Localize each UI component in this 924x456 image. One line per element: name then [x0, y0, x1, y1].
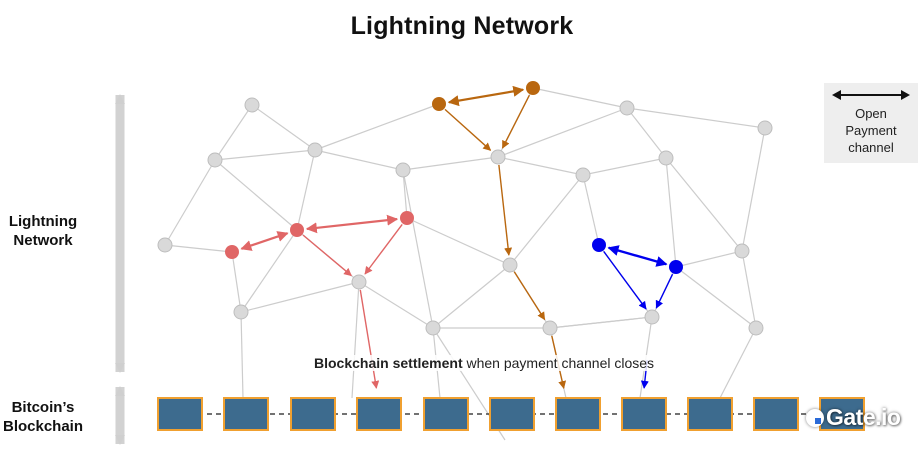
orange-route-arrow	[444, 108, 492, 151]
blockchain-block	[223, 397, 269, 431]
network-node	[734, 243, 750, 259]
blockchain-block	[290, 397, 336, 431]
blockchain-block	[489, 397, 535, 431]
channel-edge	[164, 159, 216, 246]
channel-node	[225, 245, 239, 259]
channel-edge	[497, 156, 584, 176]
network-node	[395, 162, 411, 178]
channel-node	[400, 211, 414, 225]
network-node	[502, 257, 518, 273]
channel-edge	[582, 174, 600, 246]
channel-edge	[582, 157, 667, 176]
red-route-arrow	[364, 223, 403, 275]
blue-route-arrow	[655, 273, 674, 309]
blockchain-block	[423, 397, 469, 431]
network-node	[658, 150, 674, 166]
channel-edge	[164, 244, 233, 253]
blockchain-block	[555, 397, 601, 431]
network-node	[233, 304, 249, 320]
orange-route-arrow	[498, 164, 513, 256]
brand-logo: Gate.io	[806, 404, 901, 431]
channel-node	[592, 238, 606, 252]
network-node	[748, 320, 764, 336]
blockchain-block	[356, 397, 402, 431]
channel-node	[432, 97, 446, 111]
orange-route-arrow	[513, 271, 546, 321]
channel-edge	[406, 217, 511, 266]
channel-node	[290, 223, 304, 237]
settlement-edge	[719, 327, 757, 399]
network-node	[157, 237, 173, 253]
channel-edge	[532, 87, 628, 109]
channel-edge	[675, 250, 743, 268]
orange-payment-channel	[447, 85, 525, 107]
channel-edge	[741, 127, 766, 252]
network-node	[207, 152, 223, 168]
channel-edge	[314, 149, 404, 171]
red-route-arrow	[302, 234, 352, 277]
lightning-network-label: Lightning Network	[8, 213, 78, 249]
channel-node	[526, 81, 540, 95]
diagram-title: Lightning Network	[350, 12, 574, 40]
network-node	[490, 149, 506, 165]
channel-node	[669, 260, 683, 274]
channel-edge	[240, 281, 360, 313]
channel-edge	[741, 250, 757, 329]
channel-edge	[675, 266, 757, 329]
blockchain-block	[687, 397, 733, 431]
blockchain-block	[621, 397, 667, 431]
network-node	[644, 309, 660, 325]
red-payment-channel	[305, 214, 399, 234]
legend: Open Payment channel	[824, 83, 918, 163]
network-node	[757, 120, 773, 136]
blockchain-block	[157, 397, 203, 431]
channel-edge	[549, 316, 653, 329]
channel-edge	[432, 264, 511, 329]
legend-text: Open Payment channel	[845, 106, 897, 155]
channel-edge	[626, 107, 766, 129]
channel-edge	[497, 107, 628, 158]
channel-edge	[665, 157, 743, 252]
gate-logo-icon	[806, 409, 824, 427]
channel-edge	[214, 159, 298, 231]
network-node	[351, 274, 367, 290]
channel-edge	[402, 156, 499, 171]
channel-edge	[509, 174, 584, 266]
channel-edge	[402, 169, 434, 329]
channel-edge	[251, 104, 316, 151]
channel-edge	[626, 107, 667, 159]
channel-edge	[358, 281, 434, 329]
channel-edge	[314, 103, 440, 151]
network-node	[307, 142, 323, 158]
settlement-edge	[240, 311, 244, 399]
blue-payment-channel	[607, 245, 668, 267]
settlement-caption: Blockchain settlement when payment chann…	[312, 355, 657, 371]
orange-route-arrow	[501, 94, 531, 149]
network-node	[244, 97, 260, 113]
channel-edge	[665, 157, 677, 268]
network-node	[575, 167, 591, 183]
network-node	[542, 320, 558, 336]
blockchain-block	[753, 397, 799, 431]
bitcoin-blockchain-label: Bitcoin’s Blockchain	[2, 399, 84, 435]
channel-edge	[231, 251, 242, 313]
red-settlement-arrow	[359, 289, 380, 389]
red-payment-channel	[240, 231, 289, 251]
channel-edge	[214, 149, 316, 161]
channel-edge	[402, 169, 408, 219]
legend-arrow	[832, 90, 910, 100]
blue-route-arrow	[603, 251, 647, 310]
channel-edge	[214, 104, 253, 161]
network-node	[425, 320, 441, 336]
settlement-edge	[351, 281, 360, 399]
channel-edge	[296, 149, 316, 231]
network-node	[619, 100, 635, 116]
